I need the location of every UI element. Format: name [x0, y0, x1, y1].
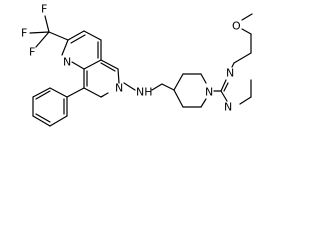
- bond-pyr3: [233, 52, 252, 64]
- atom-label-o-methoxy: O: [232, 20, 241, 33]
- bond-ph1: [49, 87, 68, 98]
- bond-b5: [100, 59, 119, 70]
- atom-label-f-bottom: F: [29, 46, 35, 59]
- bond-ch2-pip: [161, 83, 175, 91]
- bond-a3: [83, 30, 102, 41]
- atom-label-n-piperidine: N: [205, 86, 213, 99]
- chemical-structure-diagram: F F F N N NH N N N O: [21, 3, 253, 127]
- bond-b5-double: [100, 62, 116, 72]
- bond-cf-top: [44, 15, 50, 33]
- bond-pip6: [173, 89, 184, 108]
- bond-ph-link: [66, 87, 85, 98]
- bond-a2: [67, 30, 85, 41]
- bond-b6: [100, 95, 104, 98]
- bond-cf-bottom: [35, 31, 50, 48]
- atom-label-n-ring-b: N: [115, 82, 123, 95]
- atom-label-n-pyrimidine-top: N: [226, 67, 234, 80]
- bond-cf-left: [29, 31, 50, 34]
- bond-pyr-c-lower: [239, 96, 252, 105]
- bond-ph2-double: [35, 90, 51, 100]
- piperidine-ring: [173, 73, 207, 108]
- atom-label-n-ring-a: N: [63, 56, 71, 69]
- bond-c-nh: [123, 82, 136, 91]
- aminomethyl-linker: [123, 82, 175, 91]
- bond-a6: [71, 61, 85, 70]
- bond-b4: [117, 68, 120, 84]
- atom-label-nh: NH: [136, 86, 153, 99]
- pyrimidine-ring: [213, 28, 252, 102]
- bond-pip4: [200, 98, 207, 108]
- bond-pyr1: [220, 79, 227, 92]
- bond-pyr2: [231, 62, 235, 68]
- bond-pip1: [173, 73, 184, 91]
- bond-a5: [83, 59, 102, 70]
- naphthyridine-ring-a: [61, 30, 102, 70]
- trifluoromethyl-group: [29, 15, 69, 48]
- bond-pyr1-double: [223, 82, 229, 92]
- bond-b2: [83, 87, 102, 98]
- atom-label-f-left: F: [21, 27, 27, 40]
- bond-ph5: [49, 115, 68, 127]
- phenyl-ring: [32, 87, 85, 127]
- atom-label-n-pyrimidine-bottom: N: [224, 101, 232, 114]
- naphthyridine-ring-b: [83, 59, 120, 98]
- bond-nh-ch2: [151, 83, 163, 91]
- bond-ph2: [32, 87, 51, 98]
- bond-pyr5: [241, 28, 252, 35]
- atom-label-f-top: F: [41, 3, 47, 16]
- bond-a1: [61, 39, 69, 56]
- bond-ph4: [32, 115, 51, 127]
- bond-pip3: [200, 73, 207, 84]
- bond-cf3-ring: [48, 31, 69, 41]
- bond-o-ch3: [241, 13, 253, 21]
- bond-ph4-double: [35, 113, 51, 123]
- bond-pyr6: [220, 90, 228, 102]
- bond-a2-double: [70, 34, 86, 44]
